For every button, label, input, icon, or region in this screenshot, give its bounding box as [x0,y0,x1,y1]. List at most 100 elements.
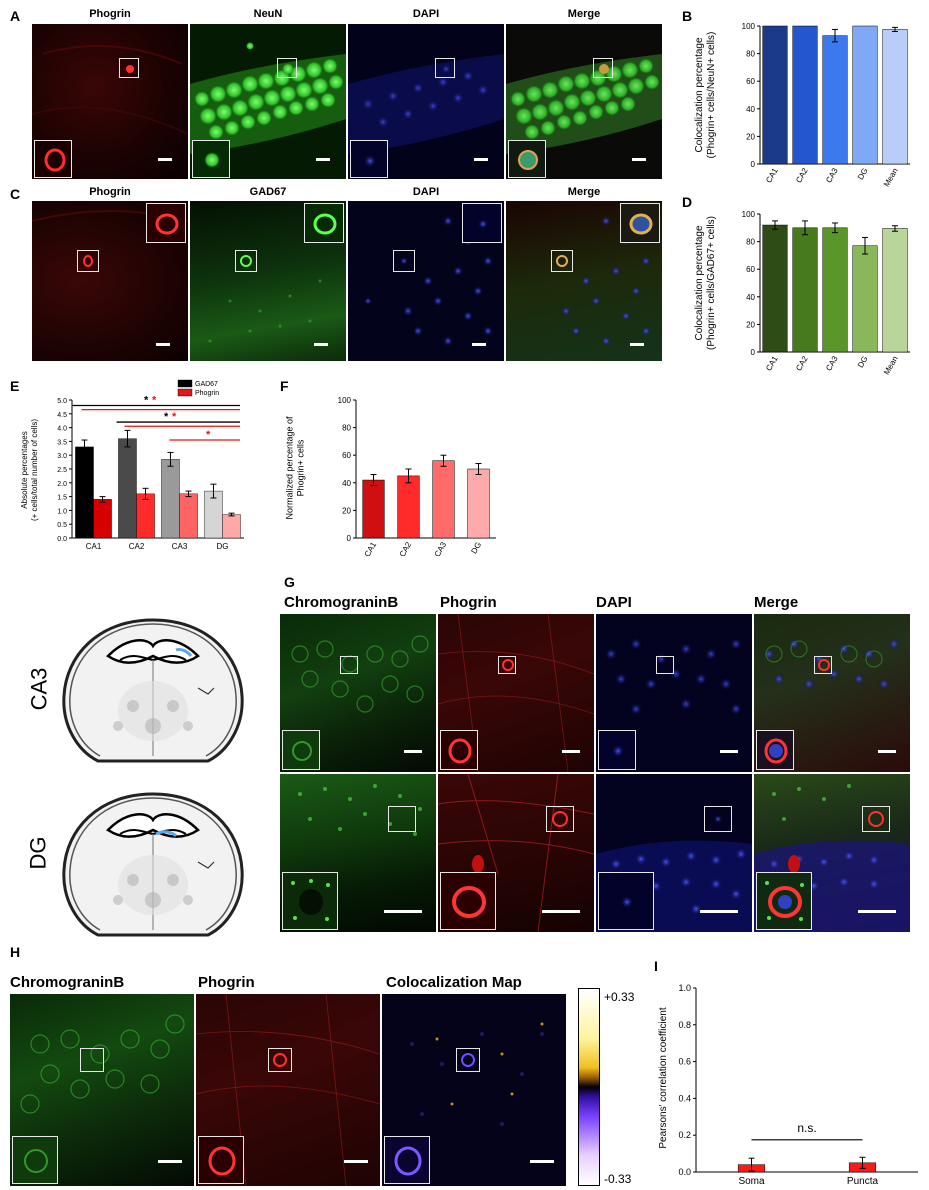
inset-zoom [198,1136,244,1184]
scale-bar [632,158,646,161]
brain-atlas-ca3 [62,618,244,763]
micrograph-g-ca3-dapi [596,614,752,772]
micrograph-h-phogrin [196,994,380,1186]
x-tick-label-group: CA2 [794,354,810,372]
inset-zoom [598,730,636,770]
legend-swatch [177,388,193,397]
y-tick-label: 0.0 [57,536,67,543]
bar [882,228,908,353]
micrograph-g-ca3-phogrin [438,614,594,772]
scale-bar [156,343,170,346]
x-tick-label-group: DG [856,167,870,182]
y-tick-label: 3.5 [57,439,67,446]
y-tick-label: 5.0 [57,398,67,405]
bar [852,25,878,165]
x-tick-label-group: CA1 [764,354,780,372]
roi-box [656,656,674,674]
micrograph-a-merge [506,24,662,179]
bar [362,479,385,539]
colocalization-colorbar [578,988,600,1186]
x-tick-label: CA2 [794,166,810,184]
inset-zoom [304,203,344,243]
y-tick-label: 60 [746,265,755,274]
inset-zoom [756,872,812,930]
bar [93,499,112,539]
x-tick-label-group: CA3 [824,166,840,184]
x-tick-label-group: CA2 [398,540,414,556]
y-tick-label: 40 [746,293,755,302]
inset-zoom [282,730,320,770]
y-tick-label: 0.2 [678,1130,691,1140]
roi-box [77,250,99,272]
y-tick-label: 1.0 [57,508,67,515]
y-tick-label: 0.8 [678,1020,691,1030]
inset-zoom [756,730,794,770]
bar [822,35,848,165]
micrograph-c-gad67 [190,201,346,361]
x-tick-label: CA2 [398,540,414,556]
brain-label-ca3: CA3 [26,667,52,711]
micrograph-a-dapi [348,24,504,179]
roi-box [277,58,297,78]
scale-bar [530,1160,554,1163]
scale-bar [344,1160,368,1163]
roi-box [814,656,832,674]
bar [161,459,180,539]
scale-bar [472,343,486,346]
bar [762,224,788,353]
y-axis-label-line: (Phogrin+ cells/NeuN+ cells) [706,32,717,159]
inset-zoom [384,1136,430,1184]
inset-zoom [12,1136,58,1184]
micrograph-a-neun [190,24,346,179]
panel-letter-b: B [682,8,693,24]
x-tick-label: CA3 [824,166,840,184]
y-tick-label: 0 [751,348,756,357]
roi-box [235,250,257,272]
bar [136,493,155,539]
roi-box [388,806,416,832]
bar [792,227,818,353]
y-tick-label: 20 [746,132,755,141]
roi-box [435,58,455,78]
x-tick-label-group: Mean [882,355,900,377]
scale-bar [314,343,328,346]
scale-bar [158,1160,182,1163]
colorbar-bottom-label: -0.33 [604,1172,632,1186]
x-tick-label: Mean [882,355,900,377]
y-tick-label: 80 [746,238,755,247]
y-tick-label: 40 [746,105,755,114]
inset-zoom [440,872,496,930]
significance-star: * [172,411,177,423]
scale-bar [878,750,896,753]
x-tick-label-group: CA1 [363,540,379,556]
roi-box [551,250,573,272]
inset-zoom [462,203,502,243]
row-c-title-phogrin: Phogrin [89,186,131,198]
roi-box [862,806,890,832]
x-tick-label: DG [856,355,870,370]
y-axis-label-line: Normalized percentage of [285,416,295,520]
scale-bar [858,910,896,913]
y-axis-label: Colocalization percentage(Phogrin+ cells… [694,32,717,159]
x-tick-label: DG [217,542,229,551]
panel-letter-g: G [284,574,295,590]
y-tick-label: 100 [742,22,756,31]
panel-letter-h: H [10,944,21,960]
x-tick-label-group: CA1 [764,166,780,184]
row-g-title-dapi: DAPI [596,594,632,611]
row-h-title-colocalization: Colocalization Map [386,974,522,991]
micrograph-h-colocalization [382,994,566,1186]
scale-bar [316,158,330,161]
x-tick-label-group: DG [469,541,483,556]
inset-zoom [620,203,660,243]
bar [222,514,241,539]
brain-label-dg: DG [25,836,51,870]
row-h-title-chromogranin: ChromograninB [10,974,125,991]
legend-label: GAD67 [195,381,218,388]
